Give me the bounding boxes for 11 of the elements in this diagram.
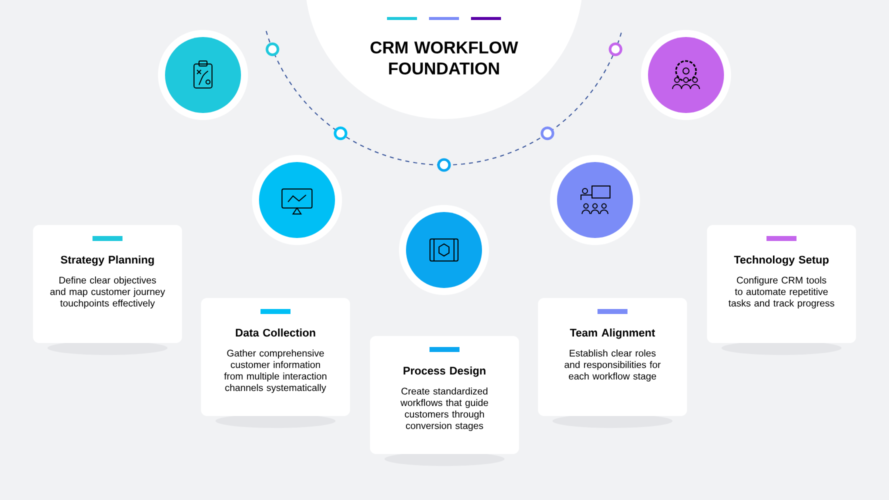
- title: CRM WORKFLOW FOUNDATION: [370, 41, 518, 75]
- card-text: Establish clear roles and responsibilities for each workflow stage: [564, 350, 661, 382]
- card-heading: Strategy Planning: [60, 256, 154, 266]
- card-heading: Data Collection: [236, 328, 316, 337]
- card-heading: Technology Setup: [734, 256, 829, 266]
- card-text: Define clear objectives and map customer journey touchpoints effectively: [50, 276, 166, 308]
- card-heading: Process Design: [404, 366, 486, 377]
- card-text: Create standardized workflows that guide customers through conversion stages: [400, 388, 488, 431]
- card-text: Configure CRM tools to automate repetitive tasks and track progress: [728, 276, 834, 308]
- card-heading: Team Alignment: [570, 328, 656, 339]
- card-text: Gather comprehensive customer information from multiple interaction channels systematically: [224, 350, 326, 393]
